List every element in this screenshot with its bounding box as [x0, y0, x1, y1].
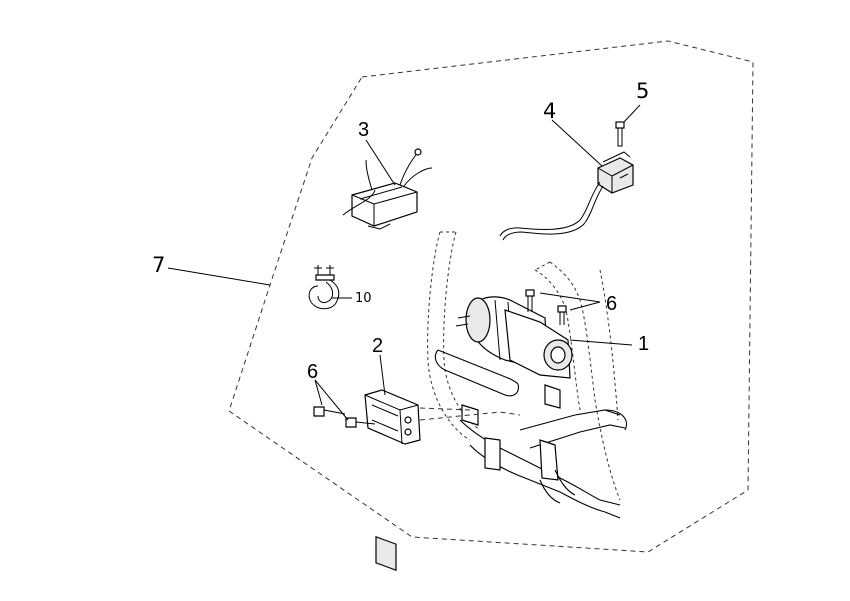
callout-7: 7 — [152, 253, 165, 277]
part-10-hook — [308, 265, 340, 310]
leader-line-5 — [623, 104, 641, 123]
front-bumper-tubes — [434, 349, 627, 519]
callout-6-upper: 6 — [606, 293, 617, 315]
leader-line-6-lower — [314, 379, 349, 421]
part-5-screw — [615, 121, 625, 147]
leader-line-3 — [365, 139, 396, 186]
callout-1: 1 — [638, 333, 649, 355]
kit-boundary-outline — [228, 40, 754, 553]
callout-4: 4 — [543, 99, 556, 123]
callout-6-lower: 6 — [307, 361, 318, 383]
callout-2: 2 — [372, 335, 383, 357]
leader-line-7 — [167, 267, 271, 286]
leader-line-4 — [551, 119, 603, 167]
part-2-fairlead — [364, 389, 421, 571]
winch-mount-frame — [427, 231, 621, 501]
leader-line-1 — [569, 339, 633, 346]
part-6-bolts-upper — [525, 289, 567, 325]
part-1-winch — [455, 296, 573, 379]
callout-5: 5 — [636, 79, 649, 103]
part-3-control-box — [342, 148, 433, 230]
part-6-bolts-lower — [313, 406, 521, 428]
leader-line-6-upper — [539, 292, 601, 311]
leader-line-2 — [379, 354, 386, 396]
callout-3: 3 — [358, 119, 369, 141]
part-4-switch-with-cable — [499, 151, 634, 241]
callout-10: 10 — [355, 291, 372, 306]
